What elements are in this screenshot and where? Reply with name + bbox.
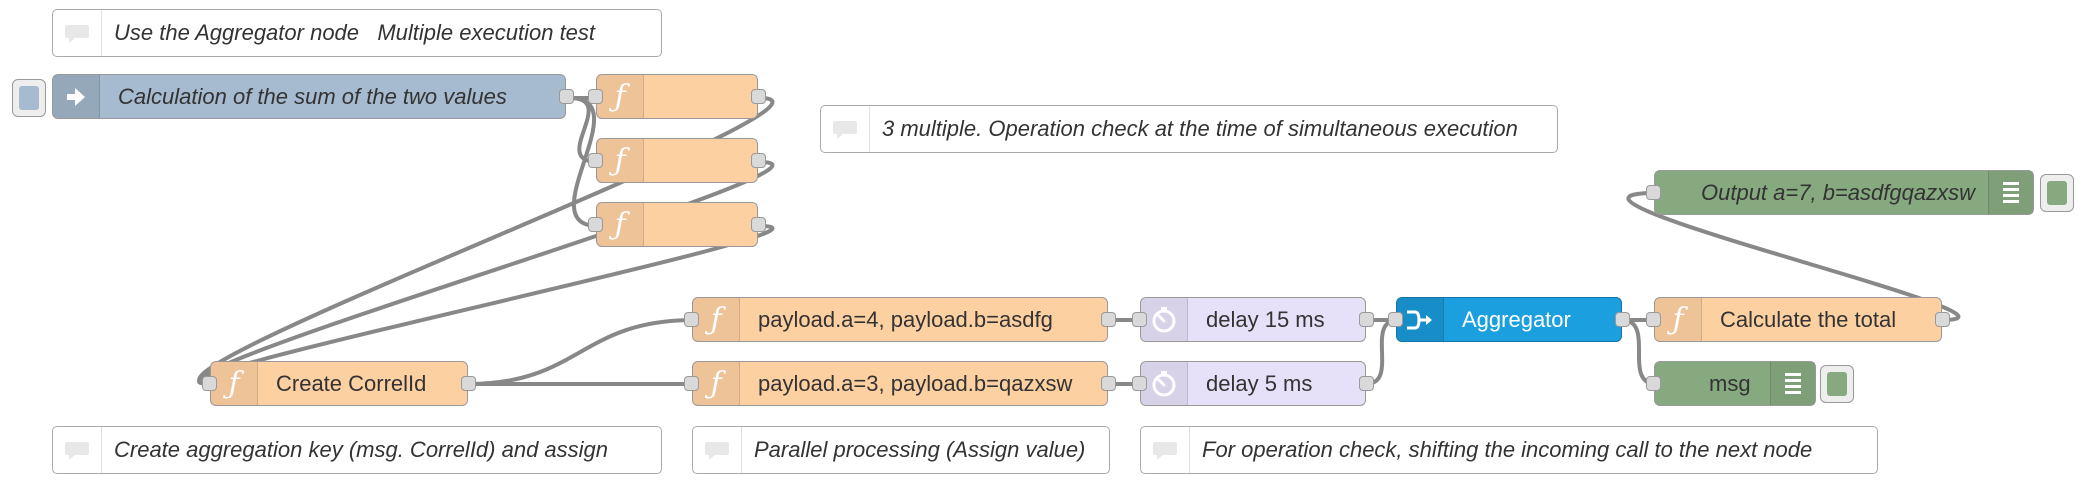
input-port[interactable] [1646, 185, 1661, 200]
node-label: payload.a=3, payload.b=qazxsw [758, 370, 1073, 396]
function-icon: ƒ [693, 362, 740, 405]
wire[interactable] [197, 160, 775, 386]
input-port[interactable] [1388, 312, 1403, 327]
list-icon [1770, 362, 1815, 405]
list-icon [1988, 171, 2033, 214]
function-icon: ƒ [597, 203, 644, 246]
delay-5ms-node[interactable]: delay 5 ms [1132, 361, 1374, 406]
node-label: msg [1709, 370, 1751, 396]
comment-text: Create aggregation key (msg. CorrelId) a… [114, 437, 609, 462]
payload-a3-node[interactable]: ƒ payload.a=3, payload.b=qazxsw [684, 361, 1116, 406]
function-node-2[interactable]: ƒ [588, 138, 766, 183]
function-icon: ƒ [693, 298, 740, 341]
function-icon: ƒ [1655, 298, 1702, 341]
comment-parallel[interactable]: Parallel processing (Assign value) [692, 426, 1110, 474]
wire[interactable] [1626, 191, 1961, 322]
inject-button-face [19, 86, 39, 110]
output-debug-node[interactable]: Output a=7, b=asdfgqazxsw [1646, 170, 2034, 215]
comment-text: Parallel processing (Assign value) [754, 437, 1086, 462]
node-label: payload.a=4, payload.b=asdfg [758, 306, 1053, 332]
comment-icon [693, 427, 742, 473]
output-port[interactable] [751, 153, 766, 168]
comment-icon [821, 106, 870, 152]
msg-debug-node[interactable]: msg [1646, 361, 1816, 406]
input-port[interactable] [202, 376, 217, 391]
output-port[interactable] [559, 89, 574, 104]
output-port[interactable] [751, 89, 766, 104]
output-port[interactable] [1935, 312, 1950, 327]
function-icon: ƒ [597, 139, 644, 182]
comment-icon [1141, 427, 1190, 473]
wire[interactable] [1364, 318, 1400, 386]
comment-aggregator-test[interactable]: Use the Aggregator node Multiple executi… [52, 9, 662, 57]
input-port[interactable] [1132, 376, 1147, 391]
input-port[interactable] [588, 153, 603, 168]
node-label: Calculation of the sum of the two values [118, 83, 507, 109]
join-icon [1397, 298, 1444, 341]
debug-toggle-button[interactable] [2040, 174, 2074, 212]
comment-multiple-check[interactable]: 3 multiple. Operation check at the time … [820, 105, 1558, 153]
output-port[interactable] [1359, 312, 1374, 327]
function-node-3[interactable]: ƒ [588, 202, 766, 247]
input-port[interactable] [684, 376, 699, 391]
output-port[interactable] [1101, 376, 1116, 391]
inject-trigger-button[interactable] [12, 79, 46, 117]
output-port[interactable] [1615, 312, 1630, 327]
node-label: delay 15 ms [1206, 306, 1325, 332]
payload-a4-node[interactable]: ƒ payload.a=4, payload.b=asdfg [684, 297, 1116, 342]
input-port[interactable] [1646, 376, 1661, 391]
node-label: Output a=7, b=asdfgqazxsw [1701, 179, 1975, 205]
wire[interactable] [466, 318, 696, 386]
timer-icon [1141, 362, 1188, 405]
debug-button-face [1827, 372, 1847, 396]
arrow-in-icon [53, 75, 100, 118]
output-port[interactable] [1101, 312, 1116, 327]
inject-node[interactable]: Calculation of the sum of the two values [52, 74, 574, 119]
function-icon: ƒ [211, 362, 258, 405]
wire[interactable] [568, 96, 600, 228]
input-port[interactable] [1646, 312, 1661, 327]
node-label: Aggregator [1462, 306, 1571, 332]
wire[interactable] [1620, 318, 1658, 386]
comment-icon [53, 427, 102, 473]
function-node-1[interactable]: ƒ [588, 74, 766, 119]
comment-text: 3 multiple. Operation check at the time … [882, 116, 1518, 141]
input-port[interactable] [1132, 312, 1147, 327]
output-port[interactable] [751, 217, 766, 232]
input-port[interactable] [588, 217, 603, 232]
comment-icon [53, 10, 102, 56]
comment-shift-call[interactable]: For operation check, shifting the incomi… [1140, 426, 1878, 474]
comment-create-key[interactable]: Create aggregation key (msg. CorrelId) a… [52, 426, 662, 474]
comment-text: Use the Aggregator node Multiple executi… [114, 20, 596, 45]
timer-icon [1141, 298, 1188, 341]
debug-button-face [2047, 181, 2067, 205]
input-port[interactable] [684, 312, 699, 327]
output-port[interactable] [461, 376, 476, 391]
node-label: Create CorrelId [276, 370, 427, 396]
node-label: Calculate the total [1720, 306, 1897, 332]
output-port[interactable] [1359, 376, 1374, 391]
node-label: delay 5 ms [1206, 370, 1313, 396]
aggregator-node[interactable]: Aggregator [1388, 297, 1630, 342]
input-port[interactable] [588, 89, 603, 104]
calculate-total-node[interactable]: ƒ Calculate the total [1646, 297, 1950, 342]
debug-toggle-button[interactable] [1820, 365, 1854, 403]
delay-15ms-node[interactable]: delay 15 ms [1132, 297, 1374, 342]
function-icon: ƒ [597, 75, 644, 118]
create-correlid-node[interactable]: ƒ Create CorrelId [202, 361, 476, 406]
comment-text: For operation check, shifting the incomi… [1202, 437, 1813, 462]
